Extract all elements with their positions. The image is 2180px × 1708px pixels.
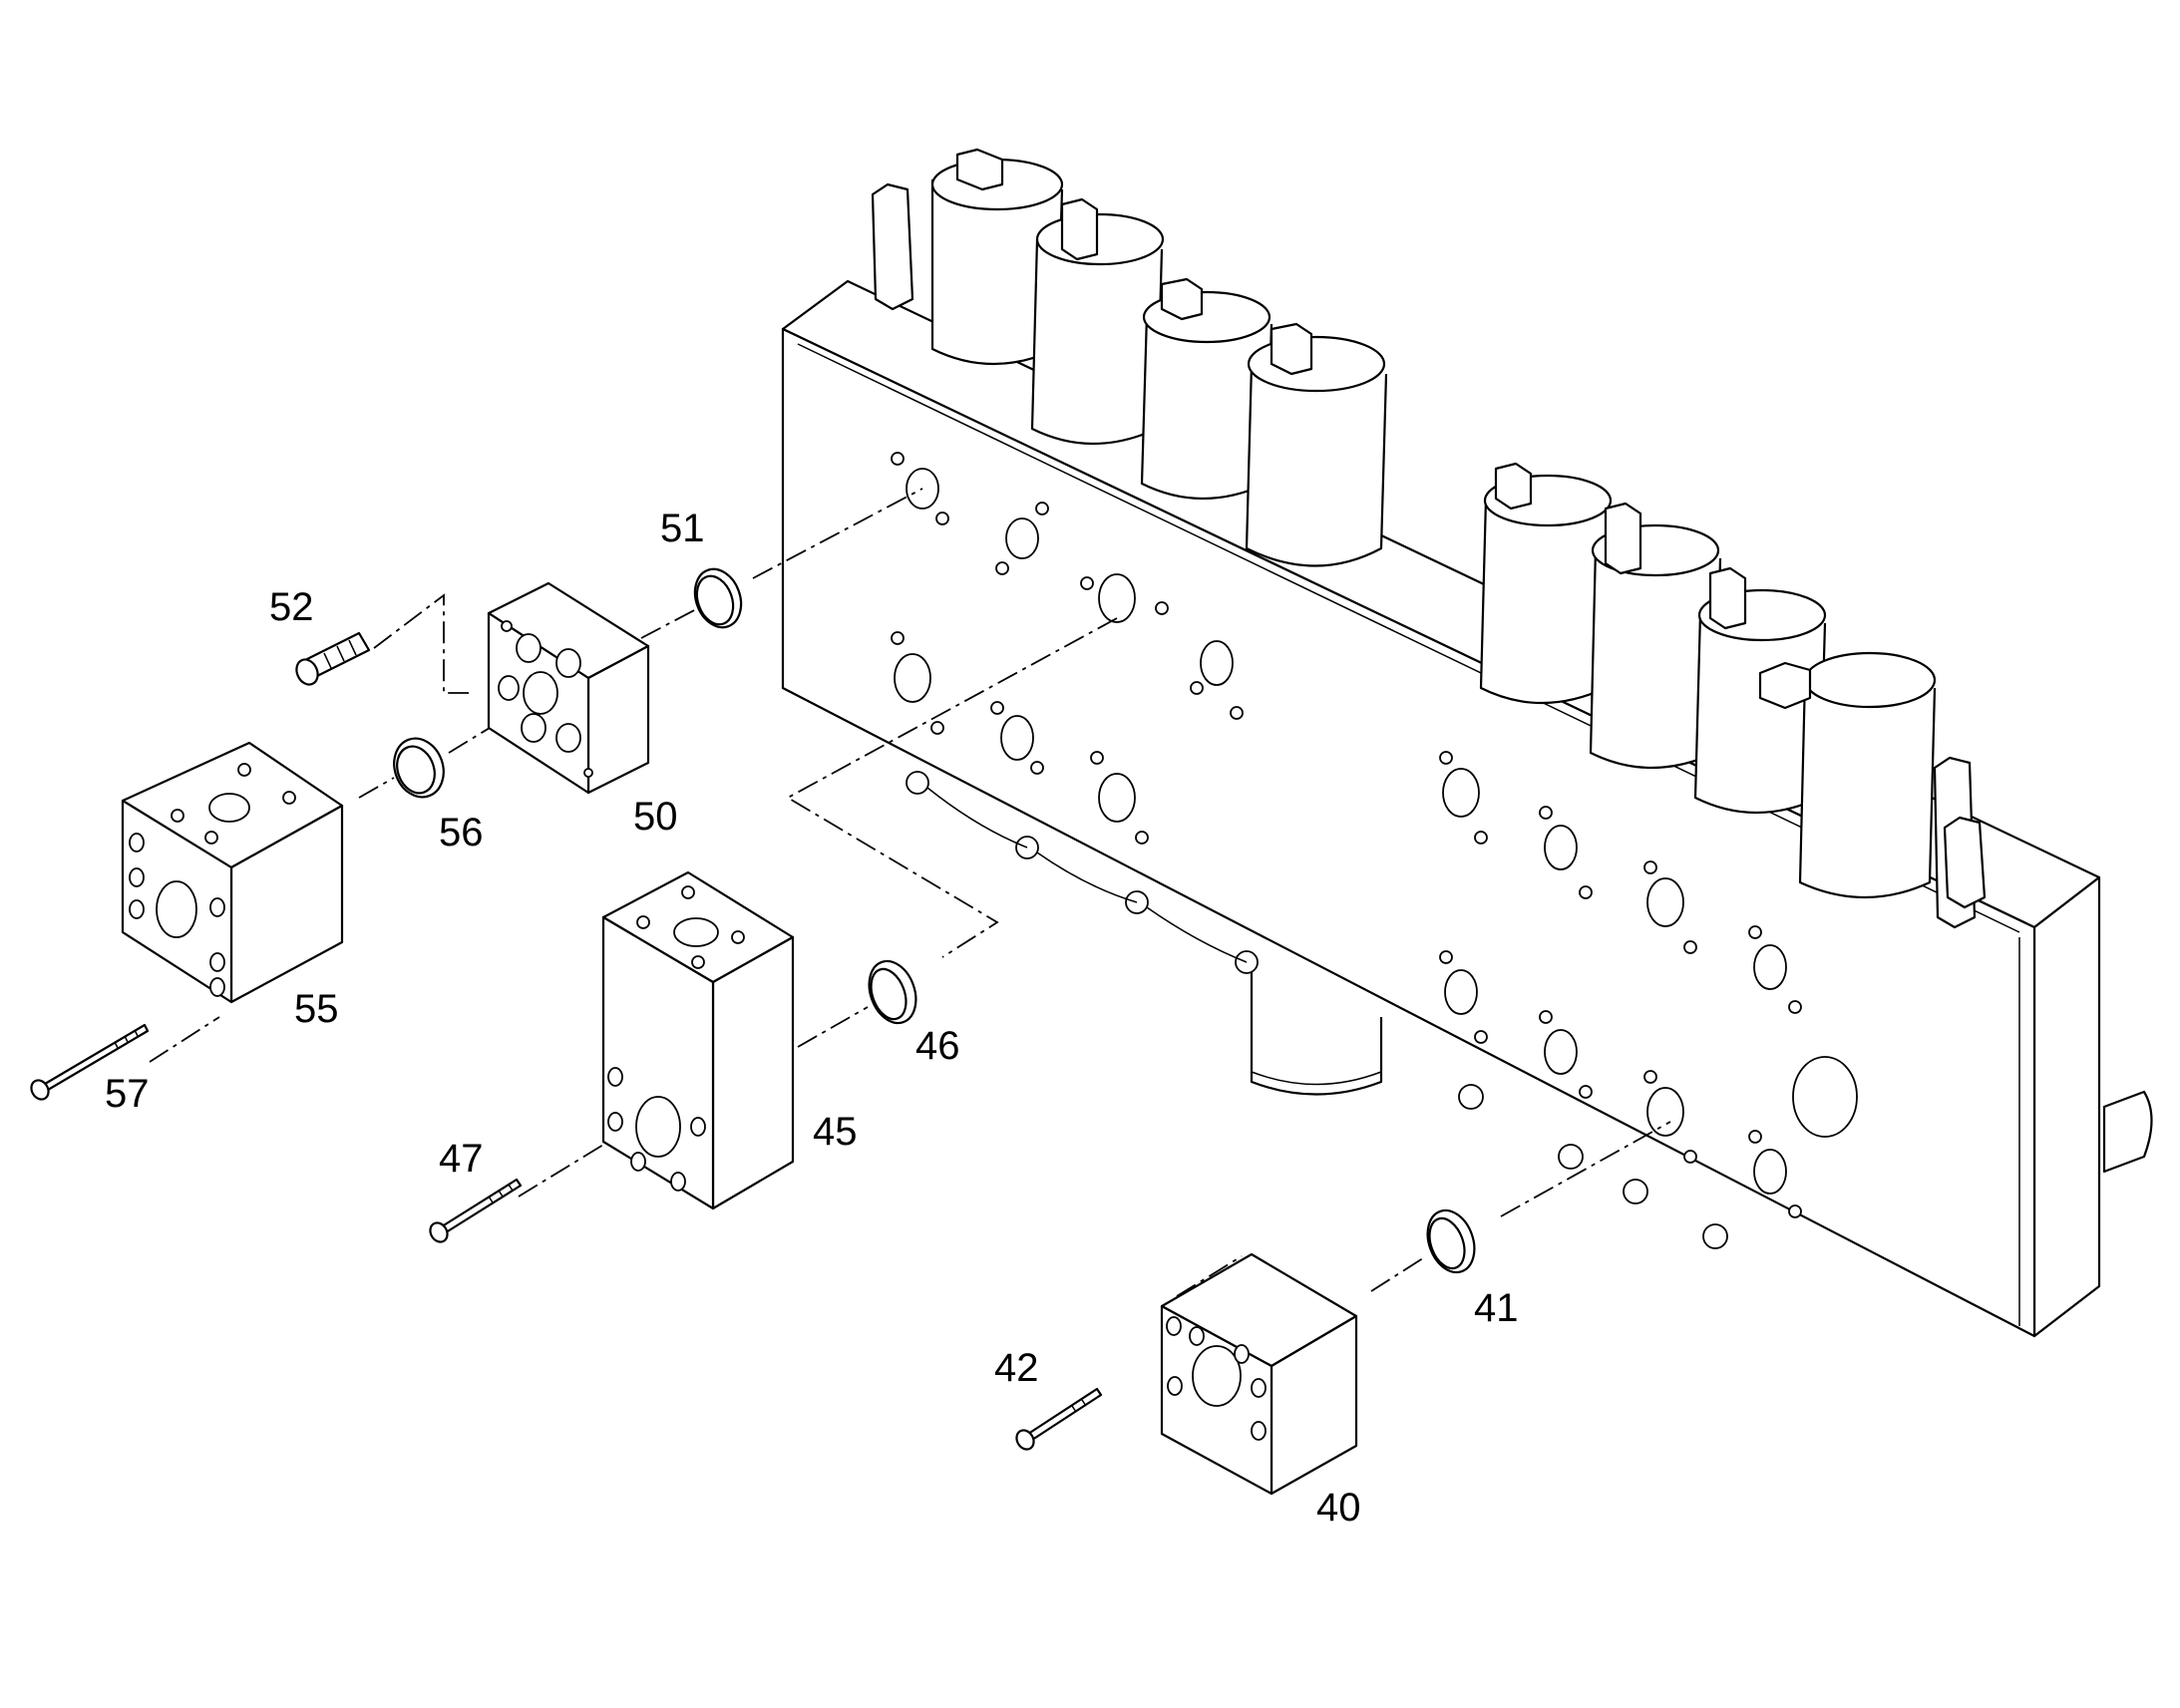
centerline-57 [149, 1016, 220, 1063]
centerline-52 [373, 593, 469, 694]
manifold-port-holes [891, 452, 1858, 1218]
top-post-right-2 [1943, 816, 1987, 909]
coil-1 [930, 148, 1064, 366]
part-56-seal-ring [393, 737, 445, 799]
centerline-40-41 [1370, 1255, 1427, 1292]
callout-52: 52 [269, 585, 314, 629]
coil-4 [1245, 322, 1388, 567]
part-45-block [601, 870, 795, 1210]
callout-46: 46 [915, 1024, 960, 1068]
part-47-bolt [429, 1178, 523, 1243]
coil-2 [1030, 197, 1165, 446]
manifold-end-face [2032, 875, 2101, 1338]
underside-fittings [906, 771, 1728, 1249]
end-fitting [2102, 1090, 2153, 1174]
centerline-50-51 [640, 607, 699, 639]
coil-5 [1479, 462, 1613, 705]
coil-3 [1140, 277, 1273, 501]
part-57-bolt [30, 1023, 150, 1101]
centerline-41 [1500, 1121, 1671, 1217]
coil-8 [1758, 651, 1937, 899]
callout-55: 55 [294, 987, 339, 1031]
centerline-42 [1176, 1255, 1243, 1297]
assembly-centerlines [149, 488, 1671, 1297]
callout-56: 56 [439, 811, 484, 854]
solenoid-coils [871, 148, 1987, 929]
coil-6 [1589, 502, 1722, 770]
callout-57: 57 [105, 1072, 150, 1116]
callout-labels: 40 41 42 45 46 47 50 51 52 55 56 57 [105, 507, 1519, 1530]
centerline-47 [518, 1141, 609, 1197]
centerline-45-46 [797, 1006, 869, 1048]
part-52-screw [295, 631, 371, 686]
callout-47: 47 [439, 1137, 484, 1181]
callout-41: 41 [1474, 1286, 1519, 1330]
part-41-seal-ring [1426, 1208, 1476, 1274]
callout-45: 45 [813, 1110, 858, 1154]
part-46-seal-ring [868, 959, 917, 1025]
part-55-block [121, 741, 344, 1004]
top-post-left [871, 182, 914, 311]
centerline-51 [752, 488, 923, 579]
centerline-56 [358, 777, 395, 799]
callout-50: 50 [633, 795, 678, 839]
part-40-block [1160, 1252, 1358, 1496]
part-51-seal-ring [693, 567, 743, 629]
part-42-bolt [1015, 1387, 1103, 1451]
centerline-46 [786, 617, 1118, 958]
coil-7 [1693, 566, 1827, 815]
callout-40: 40 [1316, 1486, 1361, 1530]
callout-51: 51 [660, 507, 705, 550]
part-50-plate [487, 581, 650, 795]
callout-42: 42 [994, 1346, 1039, 1390]
bottom-cylinder [1250, 957, 1383, 1096]
